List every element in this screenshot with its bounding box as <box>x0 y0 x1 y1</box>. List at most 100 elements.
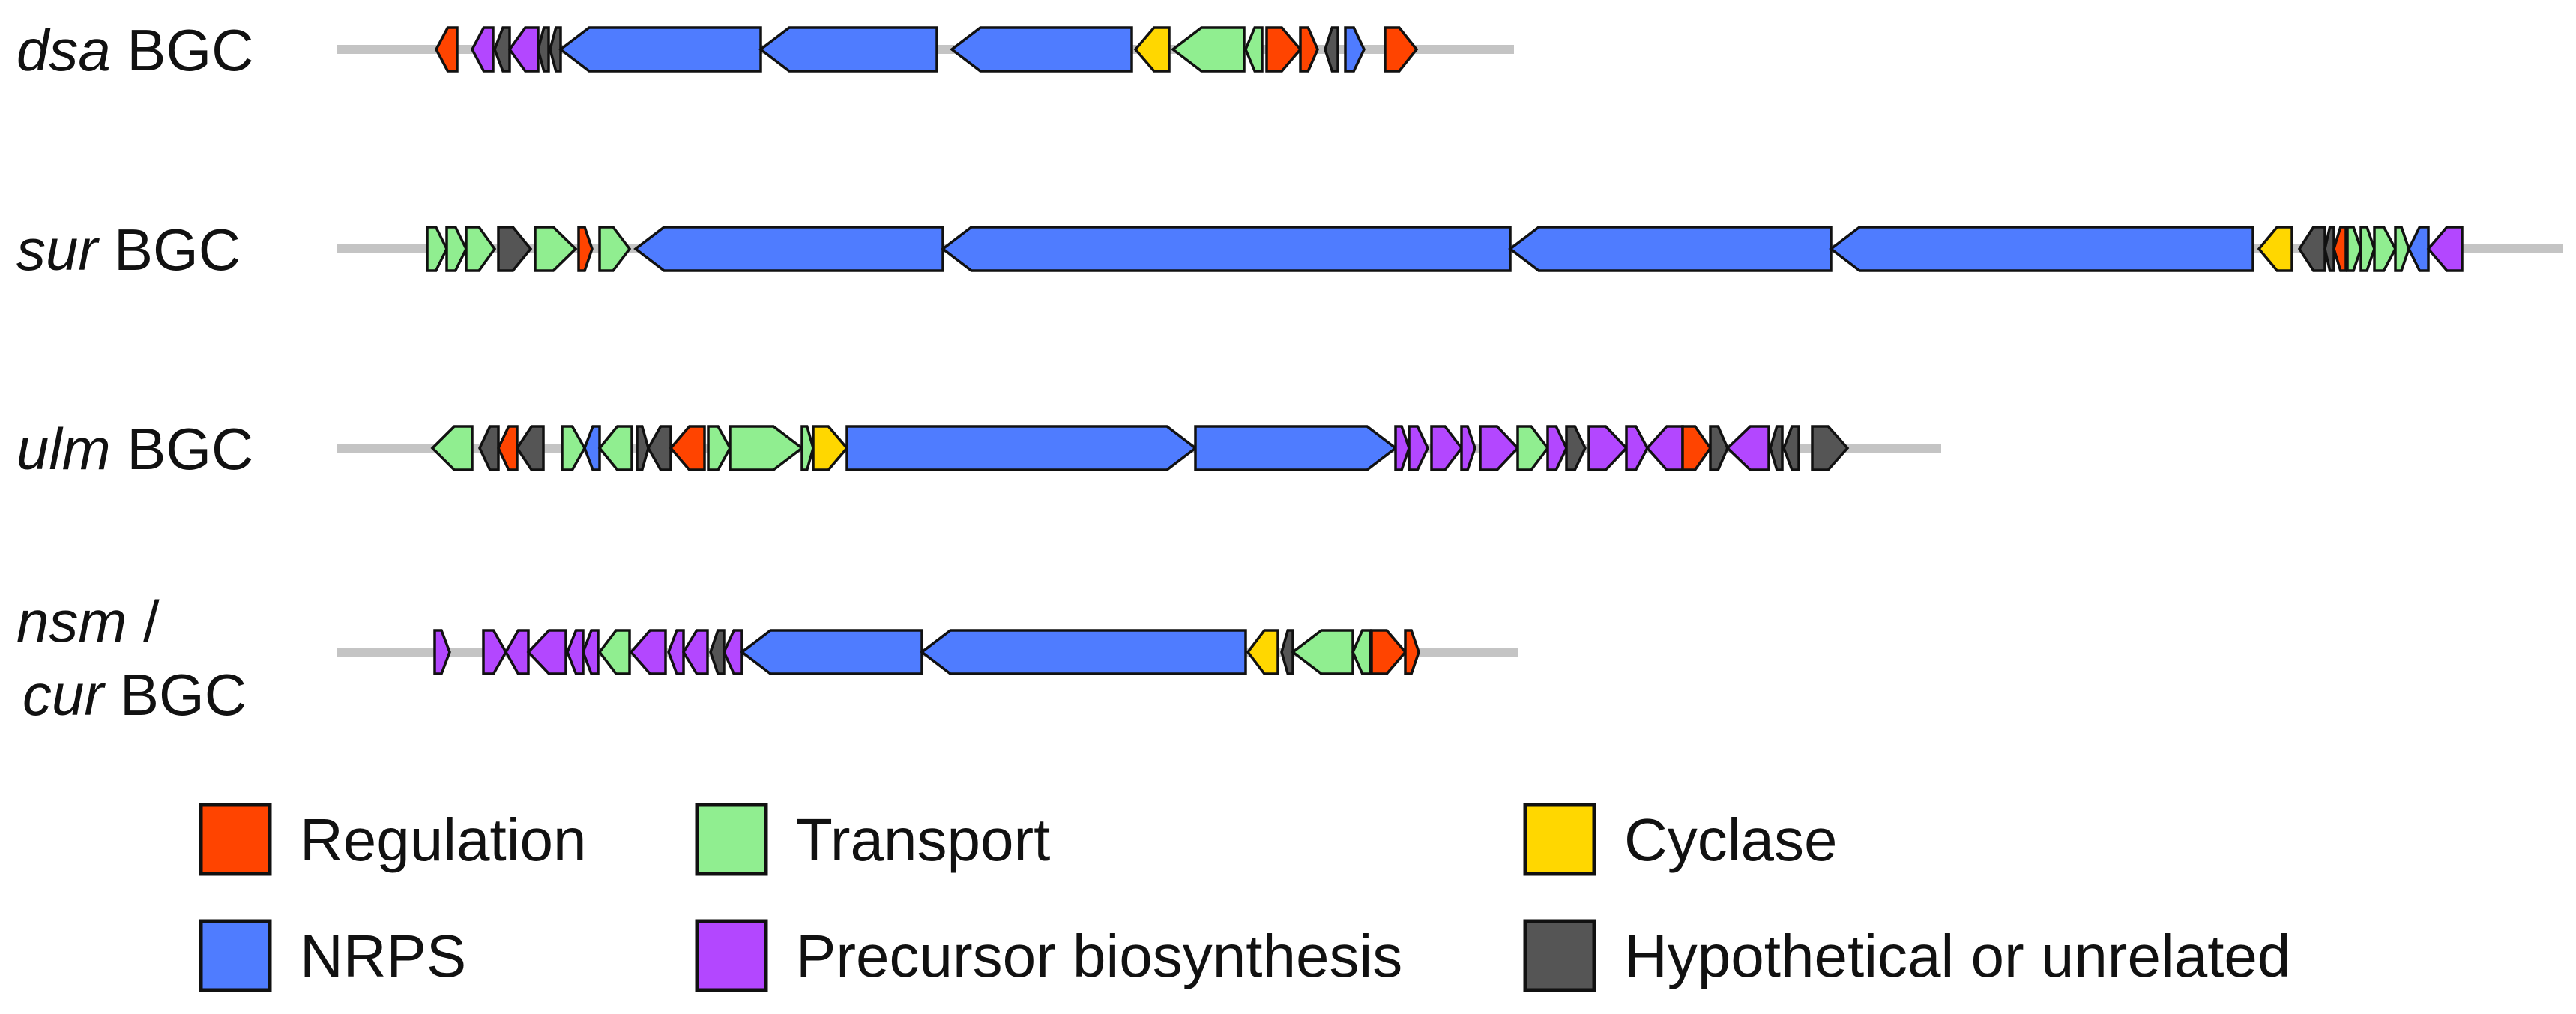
gene-arrow-cyc <box>1133 26 1171 73</box>
gene-arrow-hyp <box>537 26 550 73</box>
gene-arrow-hyp <box>549 26 562 73</box>
gene-arrow-cyc <box>812 425 849 471</box>
gene-arrow-prec <box>507 26 540 73</box>
gene-arrow-trans <box>1291 629 1354 675</box>
gene-arrow-nrps <box>633 226 944 272</box>
gene-arrow-hyp <box>1769 425 1784 471</box>
gene-arrow-prec <box>723 629 743 675</box>
gene-arrow-prec <box>1479 425 1520 471</box>
gene-arrow-prec <box>482 629 508 675</box>
legend-label: Hypothetical or unrelated <box>1624 923 2290 989</box>
gene-arrow-trans <box>561 425 587 471</box>
gene-arrow-prec <box>2426 226 2464 272</box>
cluster-name-suffix: / <box>127 588 160 654</box>
cluster-name-italic: sur <box>16 217 100 283</box>
legend-swatch <box>695 919 768 992</box>
gene-arrow-hyp <box>1782 425 1800 471</box>
legend-swatch <box>199 803 272 876</box>
cluster-name-suffix: BGC <box>97 217 241 283</box>
gene-arrow-reg <box>577 226 594 272</box>
gene-arrow-hyp <box>1811 425 1850 471</box>
gene-arrow-prec <box>433 629 451 675</box>
gene-arrow-hyp <box>1565 425 1587 471</box>
gene-arrow-trans <box>597 629 631 675</box>
gene-arrow-hyp <box>2323 226 2335 272</box>
gene-arrow-hyp <box>636 425 650 471</box>
gene-arrow-prec <box>471 26 495 73</box>
gene-arrow-prec <box>1625 425 1649 471</box>
gene-arrow-nrps <box>1508 226 1833 272</box>
gene-arrow-trans <box>430 425 474 471</box>
gene-arrow-hyp <box>493 26 511 73</box>
gene-arrow-reg <box>497 425 519 471</box>
gene-arrow-prec <box>1460 425 1476 471</box>
legend-label: Cyclase <box>1624 806 1838 873</box>
legend-swatch <box>695 803 768 876</box>
gene-arrow-reg <box>435 26 459 73</box>
gene-arrow-prec <box>1546 425 1568 471</box>
gene-arrow-nrps <box>740 629 923 675</box>
legend-swatch <box>1523 803 1596 876</box>
gene-arrow-nrps <box>950 26 1133 73</box>
gene-arrow-reg <box>1384 26 1419 73</box>
cluster-sur: sur BGC <box>16 217 2563 283</box>
gene-arrow-trans <box>534 226 578 272</box>
gene-arrow-nrps <box>558 26 762 73</box>
gene-arrow-prec <box>566 629 585 675</box>
legend-item-hyp: Hypothetical or unrelated <box>1523 919 2290 992</box>
gene-arrow-trans <box>707 425 732 471</box>
gene-arrow-prec <box>1725 425 1770 471</box>
cluster-name-suffix: BGC <box>111 17 254 83</box>
gene-arrow-trans <box>729 425 804 471</box>
gene-arrow-nrps <box>1344 26 1366 73</box>
gene-arrow-nrps <box>1829 226 2254 272</box>
gene-arrow-reg <box>2332 226 2347 272</box>
gene-arrow-reg <box>669 425 706 471</box>
legend-item-trans: Transport <box>695 803 1050 876</box>
gene-arrow-trans <box>2394 226 2410 272</box>
legend-label: Precursor biosynthesis <box>796 923 1402 989</box>
gene-arrow-hyp <box>515 425 545 471</box>
gene-arrow-trans <box>2346 226 2362 272</box>
gene-arrow-hyp <box>646 425 672 471</box>
cluster-name-italic: dsa <box>16 17 111 83</box>
legend-swatch <box>199 919 272 992</box>
gene-arrow-prec <box>582 629 600 675</box>
gene-arrow-prec <box>1408 425 1429 471</box>
gene-arrow-reg <box>1265 26 1303 73</box>
gene-arrow-nrps <box>941 226 1512 272</box>
cluster-label: dsa BGC <box>16 17 253 83</box>
gene-arrow-prec <box>1587 425 1629 471</box>
gene-arrow-reg <box>1404 629 1420 675</box>
gene-arrow-reg <box>1299 26 1319 73</box>
gene-arrow-trans <box>800 425 815 471</box>
gene-arrow-trans <box>445 226 468 272</box>
gene-arrow-hyp <box>497 226 533 272</box>
cluster-name-suffix: BGC <box>111 416 254 482</box>
gene-arrow-trans <box>1171 26 1246 73</box>
gene-arrow-trans <box>2359 226 2376 272</box>
gene-arrow-trans <box>1351 629 1372 675</box>
gene-arrow-prec <box>504 629 530 675</box>
cluster-nsm: nsm /cur BGC <box>16 588 1518 728</box>
gene-arrow-prec <box>629 629 667 675</box>
cluster-name-italic: cur <box>22 662 106 728</box>
gene-arrow-trans <box>1516 425 1550 471</box>
gene-arrow-hyp <box>1709 425 1729 471</box>
gene-arrow-cyc <box>1246 629 1279 675</box>
gene-arrow-reg <box>1681 425 1713 471</box>
gene-arrow-trans <box>597 425 633 471</box>
gene-arrow-nrps <box>758 26 938 73</box>
gene-arrow-reg <box>1370 629 1408 675</box>
gene-arrow-trans <box>465 226 497 272</box>
gene-arrow-nrps <box>2407 226 2430 272</box>
legend-label: NRPS <box>300 923 466 989</box>
gene-arrow-hyp <box>709 629 726 675</box>
gene-arrow-prec <box>1394 425 1411 471</box>
gene-arrow-trans <box>598 226 632 272</box>
cluster-dsa: dsa BGC <box>16 17 1514 83</box>
cluster-label: sur BGC <box>16 217 241 283</box>
